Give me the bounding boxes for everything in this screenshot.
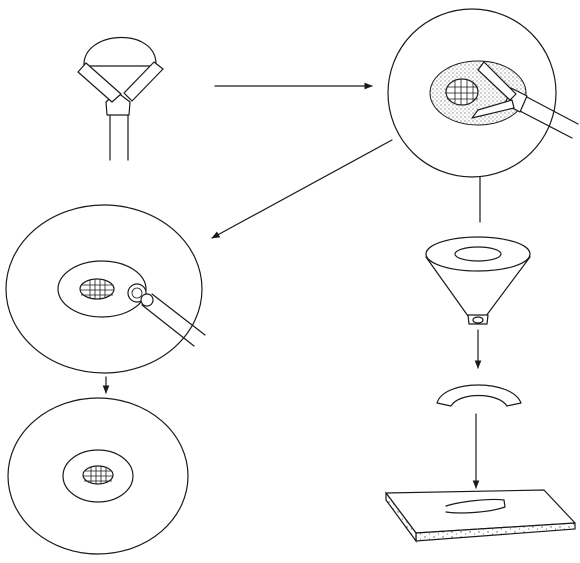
slide <box>385 489 576 543</box>
forceps-right-jaw <box>123 61 164 102</box>
limbus-ellipse <box>57 260 147 318</box>
forceps-dome <box>83 36 157 67</box>
forceps-left-jaw <box>77 62 122 103</box>
funnel <box>425 236 531 325</box>
grid-pattern <box>446 79 478 105</box>
grid-pattern <box>83 466 113 484</box>
cornea-patch <box>445 78 479 106</box>
cornea-patch <box>82 465 114 485</box>
forceps-in-eye <box>471 61 579 139</box>
arrow-eye-to-trephine-eye <box>211 139 393 239</box>
cornea-patch <box>79 278 115 300</box>
funnel-opening <box>454 246 502 262</box>
trephine-instrument <box>127 283 206 347</box>
tissue-arc-on-slide <box>445 498 506 514</box>
arc-ring <box>436 384 522 407</box>
eye-with-trephine <box>5 204 206 374</box>
tissue-arc <box>436 384 522 407</box>
grid-pattern <box>80 279 114 299</box>
forceps-shaft <box>109 111 129 161</box>
eye-healed <box>7 397 189 555</box>
limbus-ellipse <box>62 449 134 503</box>
eye-with-forceps <box>387 8 579 178</box>
slide-side-edge <box>385 491 417 543</box>
biopsy-forceps <box>77 36 164 161</box>
